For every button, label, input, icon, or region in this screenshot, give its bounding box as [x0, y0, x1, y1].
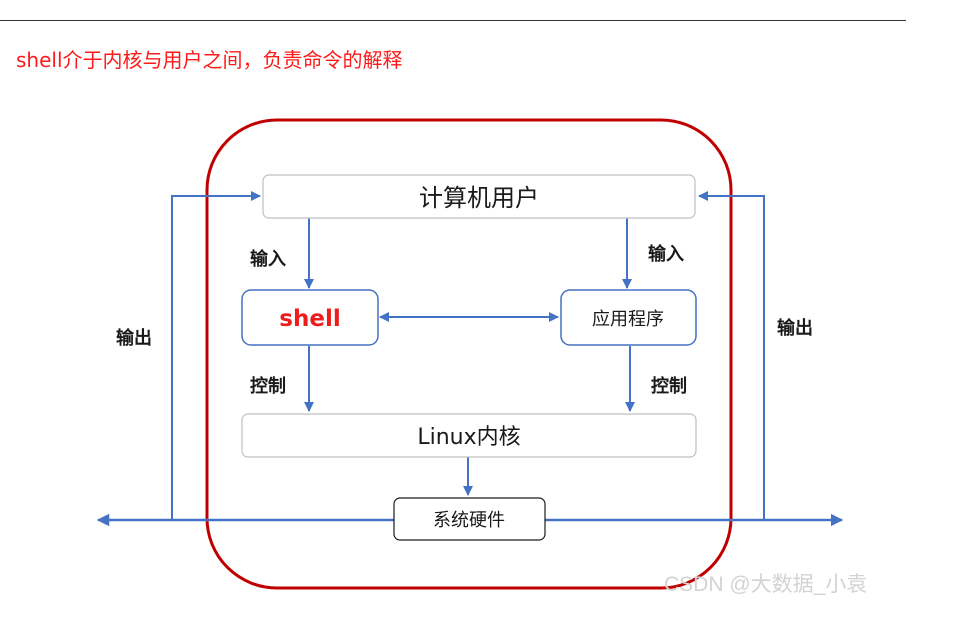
output-right-arrow: [698, 191, 765, 520]
shell-boundary: [205, 118, 733, 590]
kernel-node-label: Linux内核: [417, 425, 520, 450]
user-node-box: [262, 174, 696, 219]
control-left-label: 控制: [250, 375, 286, 397]
input-right-label: 输入: [648, 243, 684, 265]
user-node-label: 计算机用户: [419, 184, 539, 212]
output-right-label: 输出: [777, 317, 813, 339]
app-node-label: 应用程序: [592, 309, 664, 330]
page-heading: shell介于内核与用户之间，负责命令的解释: [16, 48, 403, 72]
kernel-node-box: [241, 413, 697, 458]
output-left-arrow: [171, 191, 261, 520]
top-divider: [0, 20, 906, 21]
output-left-label: 输出: [116, 327, 152, 349]
control-right-label: 控制: [651, 375, 687, 397]
input-left-label: 输入: [250, 248, 286, 270]
shell-node-label: shell: [279, 306, 340, 332]
shell-node-box: [241, 289, 379, 346]
app-node-box: [560, 289, 697, 346]
hardware-node-box: [393, 497, 546, 541]
hardware-node-label: 系统硬件: [433, 510, 505, 531]
csdn-watermark: CSDN @大数据_小袁: [664, 573, 868, 596]
